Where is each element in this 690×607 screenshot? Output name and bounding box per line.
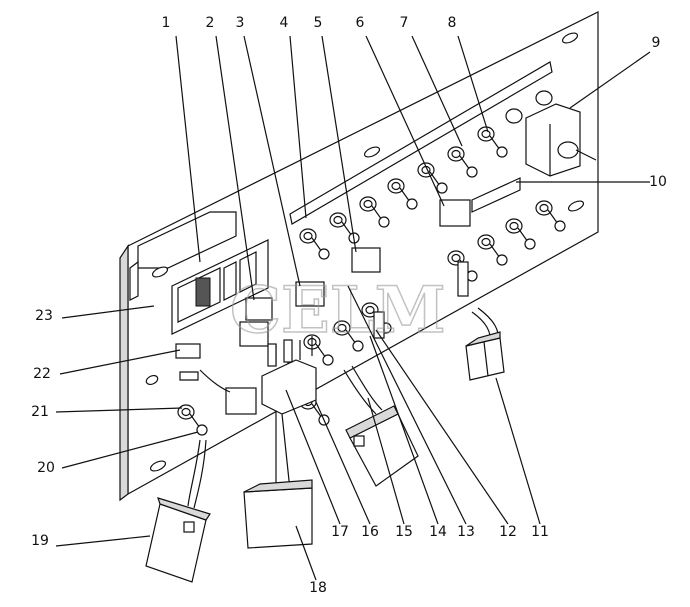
toggle-switch	[329, 212, 360, 244]
indicator-label	[175, 343, 201, 359]
leader-line	[411, 35, 463, 147]
callout-label-2: 2	[206, 15, 215, 31]
watermark-text: CELM	[230, 273, 446, 348]
toggle-switch	[333, 320, 364, 352]
leader-line	[55, 535, 151, 547]
callout-label-17: 17	[331, 524, 349, 540]
rocker-switch	[225, 387, 257, 415]
leader-line	[61, 305, 155, 319]
leader-line	[175, 35, 201, 263]
mount-hole	[567, 200, 585, 212]
rocker-switch	[351, 247, 381, 273]
toggle-switch	[447, 146, 478, 178]
callout-label-3: 3	[236, 15, 245, 31]
callout-label-21: 21	[31, 404, 49, 420]
callout-label-12: 12	[499, 524, 517, 540]
mount-hole	[363, 146, 381, 158]
rocker-switch	[245, 297, 273, 321]
plug-18	[243, 479, 313, 549]
plug-11	[465, 331, 505, 381]
rocker-switch	[239, 321, 269, 347]
leader-line	[55, 407, 183, 413]
leader-line	[367, 397, 405, 525]
rocker-switches	[175, 199, 471, 415]
leader-line	[289, 35, 307, 219]
rocker-switch	[295, 281, 325, 307]
callout-label-1: 1	[162, 15, 171, 31]
callout-label-8: 8	[448, 15, 457, 31]
leader-line	[215, 35, 255, 301]
toggle-switch	[177, 404, 208, 436]
leader-line	[369, 335, 439, 525]
leader-line	[375, 329, 509, 525]
callout-label-18: 18	[309, 580, 327, 596]
callout-label-9: 9	[652, 35, 661, 51]
callout-label-11: 11	[531, 524, 549, 540]
leader-line	[59, 349, 181, 375]
rocker-switch	[439, 199, 471, 227]
mount-hole	[561, 32, 579, 44]
callout-label-10: 10	[649, 174, 667, 190]
wiring	[179, 261, 499, 509]
mount-hole	[149, 460, 167, 472]
callout-label-6: 6	[356, 15, 365, 31]
leader-line	[321, 35, 357, 253]
display-block	[171, 239, 269, 335]
callout-label-16: 16	[361, 524, 379, 540]
callout-label-22: 22	[33, 366, 51, 382]
callout-label-7: 7	[400, 15, 409, 31]
plug-19	[145, 497, 211, 583]
leader-line	[285, 389, 341, 525]
callout-label-23: 23	[35, 308, 53, 324]
mount-hole	[151, 266, 169, 278]
mount-hole	[145, 374, 159, 386]
main-toggle-assembly	[505, 90, 597, 177]
leader-line	[243, 35, 301, 287]
callout-label-19: 19	[31, 533, 49, 549]
callout-label-4: 4	[280, 15, 289, 31]
leader-line	[365, 35, 445, 207]
display-grille	[195, 277, 211, 307]
leader-line	[457, 35, 489, 133]
toggle-switches	[177, 126, 566, 436]
leader-line	[295, 525, 317, 581]
callout-label-13: 13	[457, 524, 475, 540]
label-strip-top	[289, 61, 553, 225]
toggle-switch	[299, 228, 330, 260]
toggle-switch	[387, 178, 418, 210]
callout-label-14: 14	[429, 524, 447, 540]
toggle-switch	[505, 218, 536, 250]
plug-15	[345, 405, 419, 487]
leader-line	[347, 285, 467, 525]
callout-label-5: 5	[314, 15, 323, 31]
leader-line	[569, 51, 651, 109]
leader-line	[61, 431, 199, 469]
toggle-switch	[535, 200, 566, 232]
callout-label-15: 15	[395, 524, 413, 540]
callout-label-20: 20	[37, 460, 55, 476]
leader-line	[495, 377, 541, 525]
leader-line	[315, 401, 371, 525]
toggle-switch	[477, 234, 508, 266]
toggle-switch	[361, 302, 392, 334]
toggle-switch	[359, 196, 390, 228]
